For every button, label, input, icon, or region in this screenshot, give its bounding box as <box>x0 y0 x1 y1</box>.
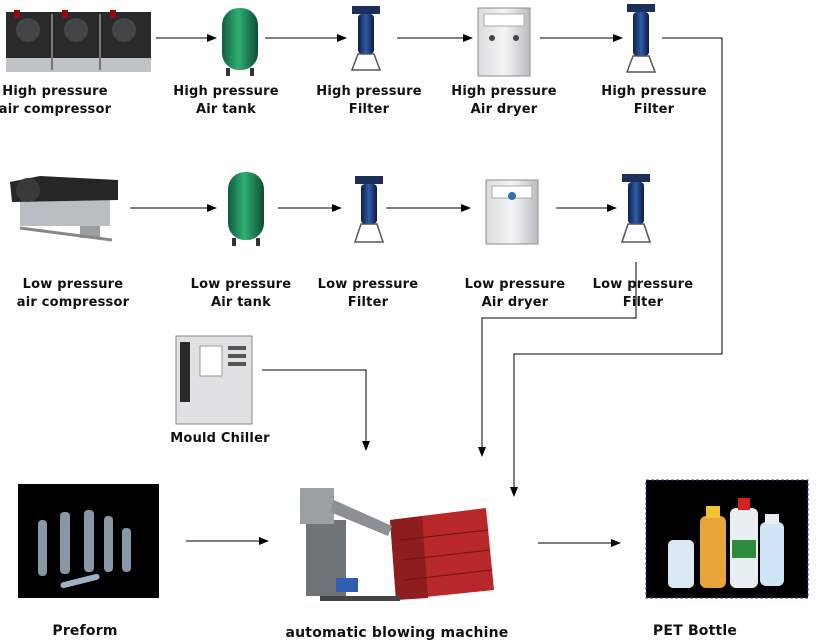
preform-image <box>18 484 159 598</box>
low-pressure-filter-1-image <box>353 176 385 243</box>
blowing-machine-image <box>300 488 494 601</box>
low-pressure-compressor-image <box>10 176 118 242</box>
high-pressure-compressor-image <box>6 10 151 72</box>
arrow-lp-filter-to-machine <box>478 262 637 457</box>
arrow-chiller-to-machine <box>262 369 370 451</box>
high-pressure-filter-1-image <box>350 6 382 71</box>
mould-chiller-image <box>175 335 253 425</box>
high-pressure-dryer-image <box>477 7 531 77</box>
pet-bottle-image <box>645 479 809 599</box>
label-pet-bottle: PET Bottle <box>652 623 738 639</box>
high-pressure-tank-image <box>222 8 258 76</box>
low-pressure-filter-2-image <box>620 174 652 243</box>
low-pressure-dryer-image <box>485 179 539 245</box>
label-mould-chiller: Mould Chiller <box>170 431 270 446</box>
flow-arrows <box>130 34 723 547</box>
label-blowing-machine: automatic blowing machine <box>285 625 509 641</box>
high-pressure-filter-2-image <box>625 4 657 73</box>
arrow-hp-filter-to-machine <box>510 37 723 497</box>
label-preform: Preform <box>52 623 118 639</box>
low-pressure-tank-image <box>228 172 264 246</box>
